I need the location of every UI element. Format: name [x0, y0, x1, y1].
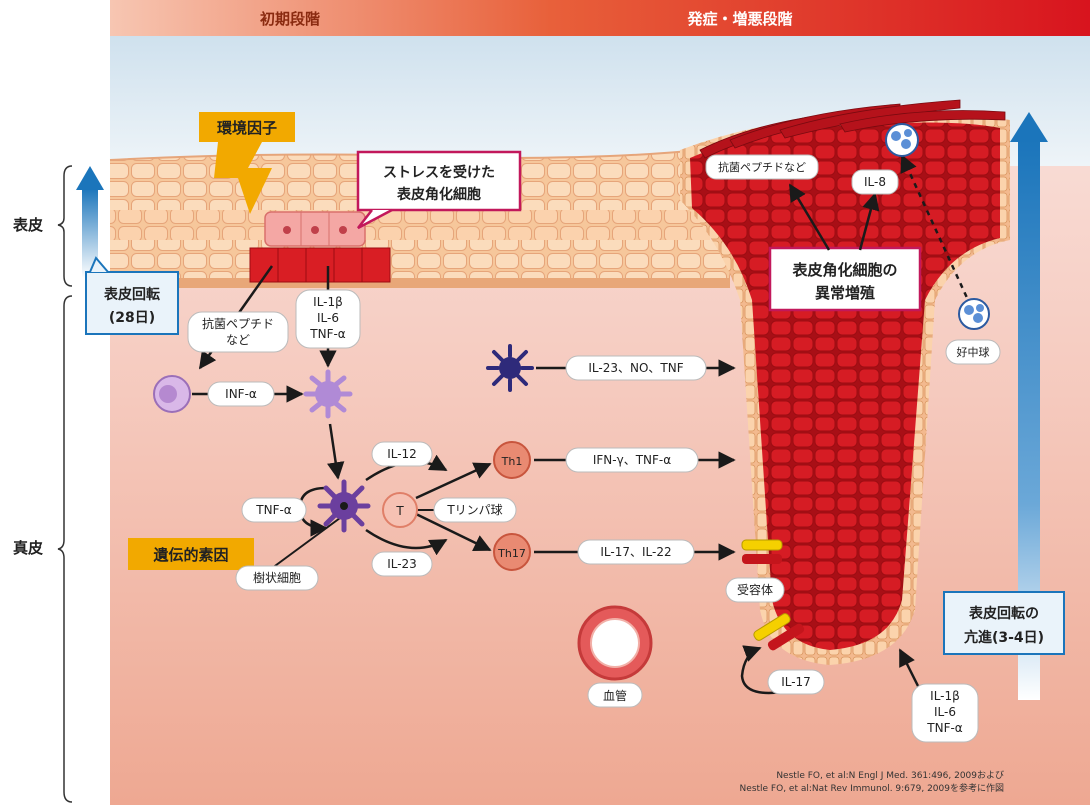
- phase-progression-label: 発症・増悪段階: [686, 10, 792, 28]
- dendritic-cell-middle: [317, 479, 371, 533]
- abnormal-proliferation-callout: 表皮角化細胞の 異常増殖: [768, 246, 922, 312]
- psoriatic-lesion: [680, 99, 1010, 665]
- cytokines-left-line3: TNF-α: [309, 327, 346, 341]
- accelerated-turnover-arrow: [1010, 112, 1048, 700]
- genetic-factor-box: [128, 538, 254, 570]
- label-pills: [187, 154, 1001, 743]
- neutrophil-label: 好中球: [957, 345, 990, 359]
- accelerated-turnover-callout: 表皮回転の 亢進(3-4日): [943, 591, 1065, 655]
- antimicrobial-peptides-left-line1: 抗菌ペプチド: [202, 316, 274, 331]
- th17-label: Th17: [497, 547, 526, 560]
- environmental-factor-label: 環境因子: [217, 119, 277, 137]
- accelerated-turnover-line2: 亢進(3-4日): [964, 629, 1044, 646]
- dermis-label: 真皮: [13, 539, 43, 557]
- naive-cell: [153, 375, 191, 413]
- tnf-alpha-loop-label: TNF-α: [255, 503, 292, 517]
- normal-turnover-line1: 表皮回転: [103, 286, 160, 303]
- dendritic-cell-right: [486, 344, 534, 392]
- il17-label: IL-17: [781, 675, 811, 689]
- cytokines-left-line1: IL-1β: [313, 295, 343, 309]
- abnormal-proliferation-line1: 表皮角化細胞の: [792, 261, 897, 279]
- ifn-gamma-tnf-label: IFN-γ、TNF-α: [593, 453, 671, 467]
- activated-dendritic-cell-top: [303, 369, 353, 419]
- side-brackets: [57, 165, 73, 803]
- dendritic-cell-label: 樹状細胞: [253, 571, 301, 585]
- stressed-keratinocyte-callout: ストレスを受けた 表皮角化細胞: [356, 150, 522, 230]
- t-cell: T: [382, 492, 418, 528]
- receptor-bottom: [753, 613, 805, 651]
- cytokines-right-line1: IL-1β: [930, 689, 960, 703]
- blood-vessel-label: 血管: [603, 688, 627, 703]
- cytokines-left-line2: IL-6: [317, 311, 339, 325]
- phase-early-label: 初期段階: [260, 10, 320, 28]
- th17-cell: Th17: [493, 533, 531, 571]
- il8-label: IL-8: [864, 175, 886, 189]
- t-lymphocyte-label: Tリンパ球: [446, 503, 502, 517]
- stressed-keratinocyte-line2: 表皮角化細胞: [396, 186, 481, 203]
- inf-alpha-label: INF-α: [225, 387, 257, 401]
- antimicrobial-peptides-left-line2: など: [226, 333, 250, 347]
- il23-no-tnf-label: IL-23、NO、TNF: [588, 361, 683, 375]
- normal-turnover-line2: (28日): [109, 310, 155, 326]
- th1-label: Th1: [501, 455, 523, 468]
- citation-line1: Nestle FO, et al:N Engl J Med. 361:496, …: [776, 770, 1004, 781]
- cytokines-right-line3: TNF-α: [926, 721, 963, 735]
- stressed-keratinocyte-line1: ストレスを受けた: [383, 164, 495, 181]
- phase-banner: [110, 0, 1090, 36]
- il12-label: IL-12: [387, 447, 417, 461]
- neutrophil-migration-arrow: [900, 154, 970, 301]
- neutrophil-bottom: [958, 298, 990, 330]
- antimicrobial-peptides-right-label: 抗菌ペプチドなど: [718, 160, 806, 174]
- blood-vessel: [577, 605, 653, 681]
- genetic-factor-label: 遺伝的素因: [152, 546, 228, 564]
- neutrophil-top: [885, 123, 919, 157]
- dendritic-cell-pointer: [263, 517, 341, 575]
- normal-turnover-callout: 表皮回転 (28日): [85, 256, 179, 335]
- accelerated-turnover-line1: 表皮回転の: [968, 605, 1039, 622]
- cytokines-right-line2: IL-6: [934, 705, 956, 719]
- receptor-label: 受容体: [737, 582, 773, 597]
- il17-il22-label: IL-17、IL-22: [600, 545, 671, 559]
- scale-flakes: [699, 99, 1006, 159]
- citation-line2: Nestle FO, et al:Nat Rev Immunol. 9:679,…: [740, 782, 1004, 794]
- stressed-keratinocytes: [249, 211, 391, 283]
- t-cell-label: T: [395, 504, 404, 518]
- th1-cell: Th1: [493, 441, 531, 479]
- environmental-factor: 環境因子: [199, 112, 295, 214]
- abnormal-proliferation-line2: 異常増殖: [815, 284, 875, 302]
- il23-label: IL-23: [387, 557, 417, 571]
- normal-turnover-arrow: [76, 166, 104, 278]
- epidermis-label: 表皮: [13, 216, 43, 234]
- receptor-top: [741, 539, 783, 564]
